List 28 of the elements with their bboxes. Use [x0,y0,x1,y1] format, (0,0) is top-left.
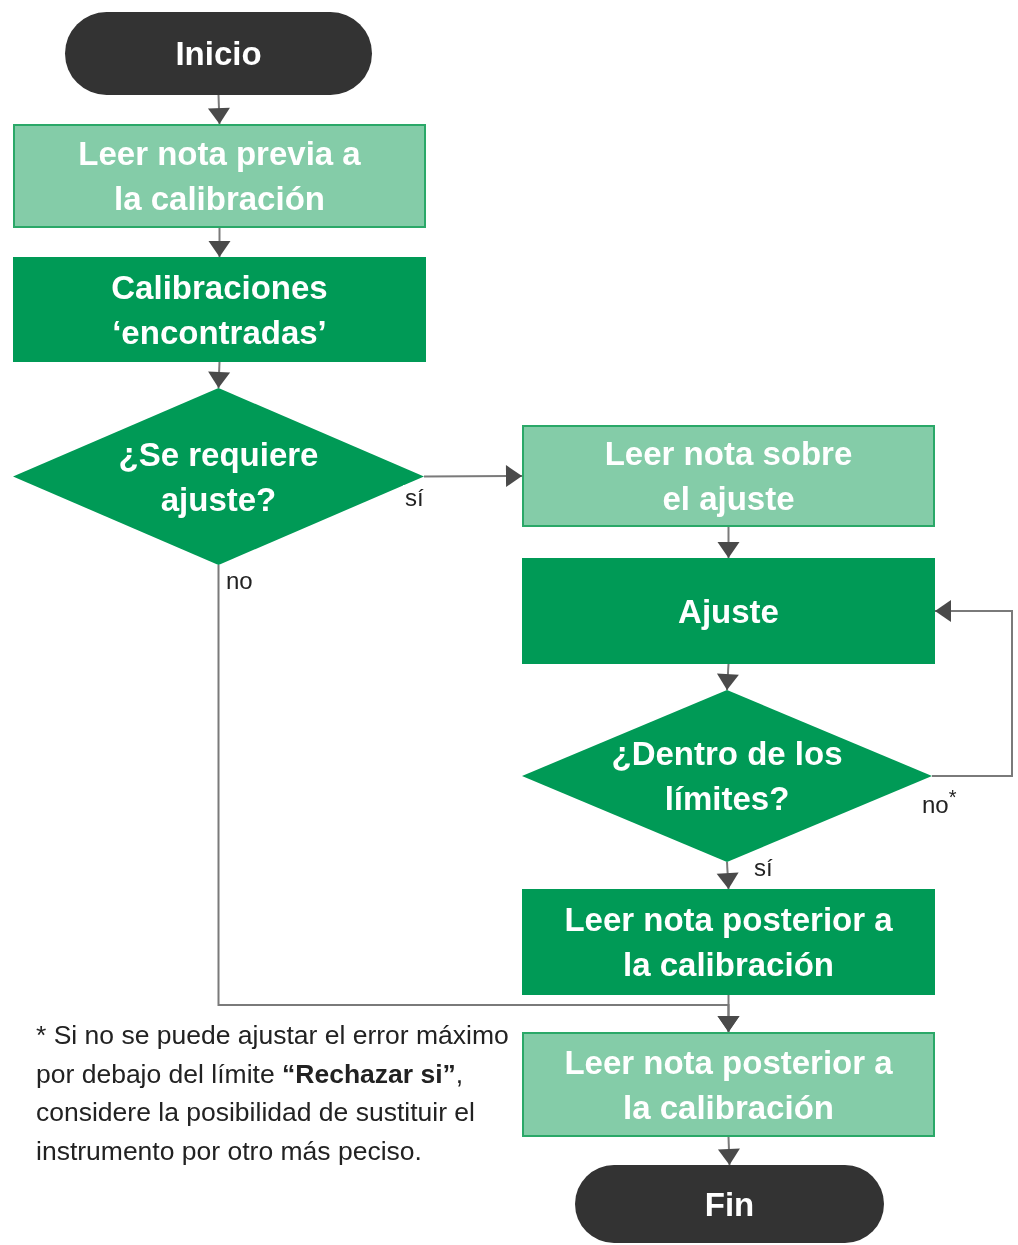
process-box [522,425,935,527]
node-label: ¿Dentro de los límites? [610,734,844,819]
arrow [423,465,523,488]
arrow [717,526,740,559]
process-box [522,1032,935,1137]
arrow [717,994,740,1033]
arrow [208,361,231,389]
decision-diamond [13,388,424,565]
process-box [522,558,935,664]
node-label: Leer nota previa a la calibración [77,134,362,219]
node-label: Fin [704,1184,755,1225]
node-label: Ajuste [678,591,779,632]
node-label: Inicio [175,34,262,74]
arrow [716,663,739,691]
arrow [208,227,231,258]
arrow [207,94,230,125]
process-box [13,124,426,228]
node-label: Calibraciones ‘encontradas’ [110,267,329,353]
arrow [716,861,739,890]
arrow [931,600,1013,777]
node-label: ¿Se requiere ajuste? [117,434,320,520]
node-label: Leer nota sobre el ajuste [603,434,854,519]
arrow [717,1136,740,1166]
node-label: Leer nota posterior a la calibración [563,1042,894,1128]
footnote: * Si no se puede ajustar el error máximo por debajo del límite “Rechazar si”, considere la posibilidad de sustituir el instrumento por otro más peciso. [36,1019,510,1168]
process-box [13,257,426,362]
node-label: Leer nota posterior a la calibración [563,900,894,985]
process-box [522,889,935,995]
